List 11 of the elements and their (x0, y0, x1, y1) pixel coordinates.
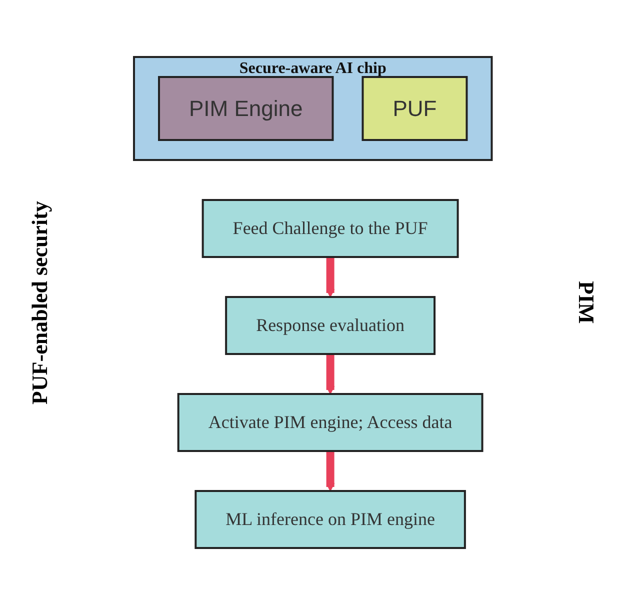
node-box: PUF (362, 76, 468, 141)
bracket-label: PIM (573, 281, 599, 324)
arrow (326, 353, 335, 394)
node-box: Feed Challenge to the PUF (202, 199, 459, 258)
node-box: ML inference on PIM engine (194, 490, 466, 549)
arrow (326, 450, 335, 492)
node-box: Activate PIM engine; Access data (177, 393, 484, 452)
bracket-label: PUF-enabled security (27, 200, 53, 404)
node-box: PIM Engine (158, 76, 334, 141)
arrow (326, 256, 335, 298)
node-box: Response evaluation (225, 296, 436, 355)
